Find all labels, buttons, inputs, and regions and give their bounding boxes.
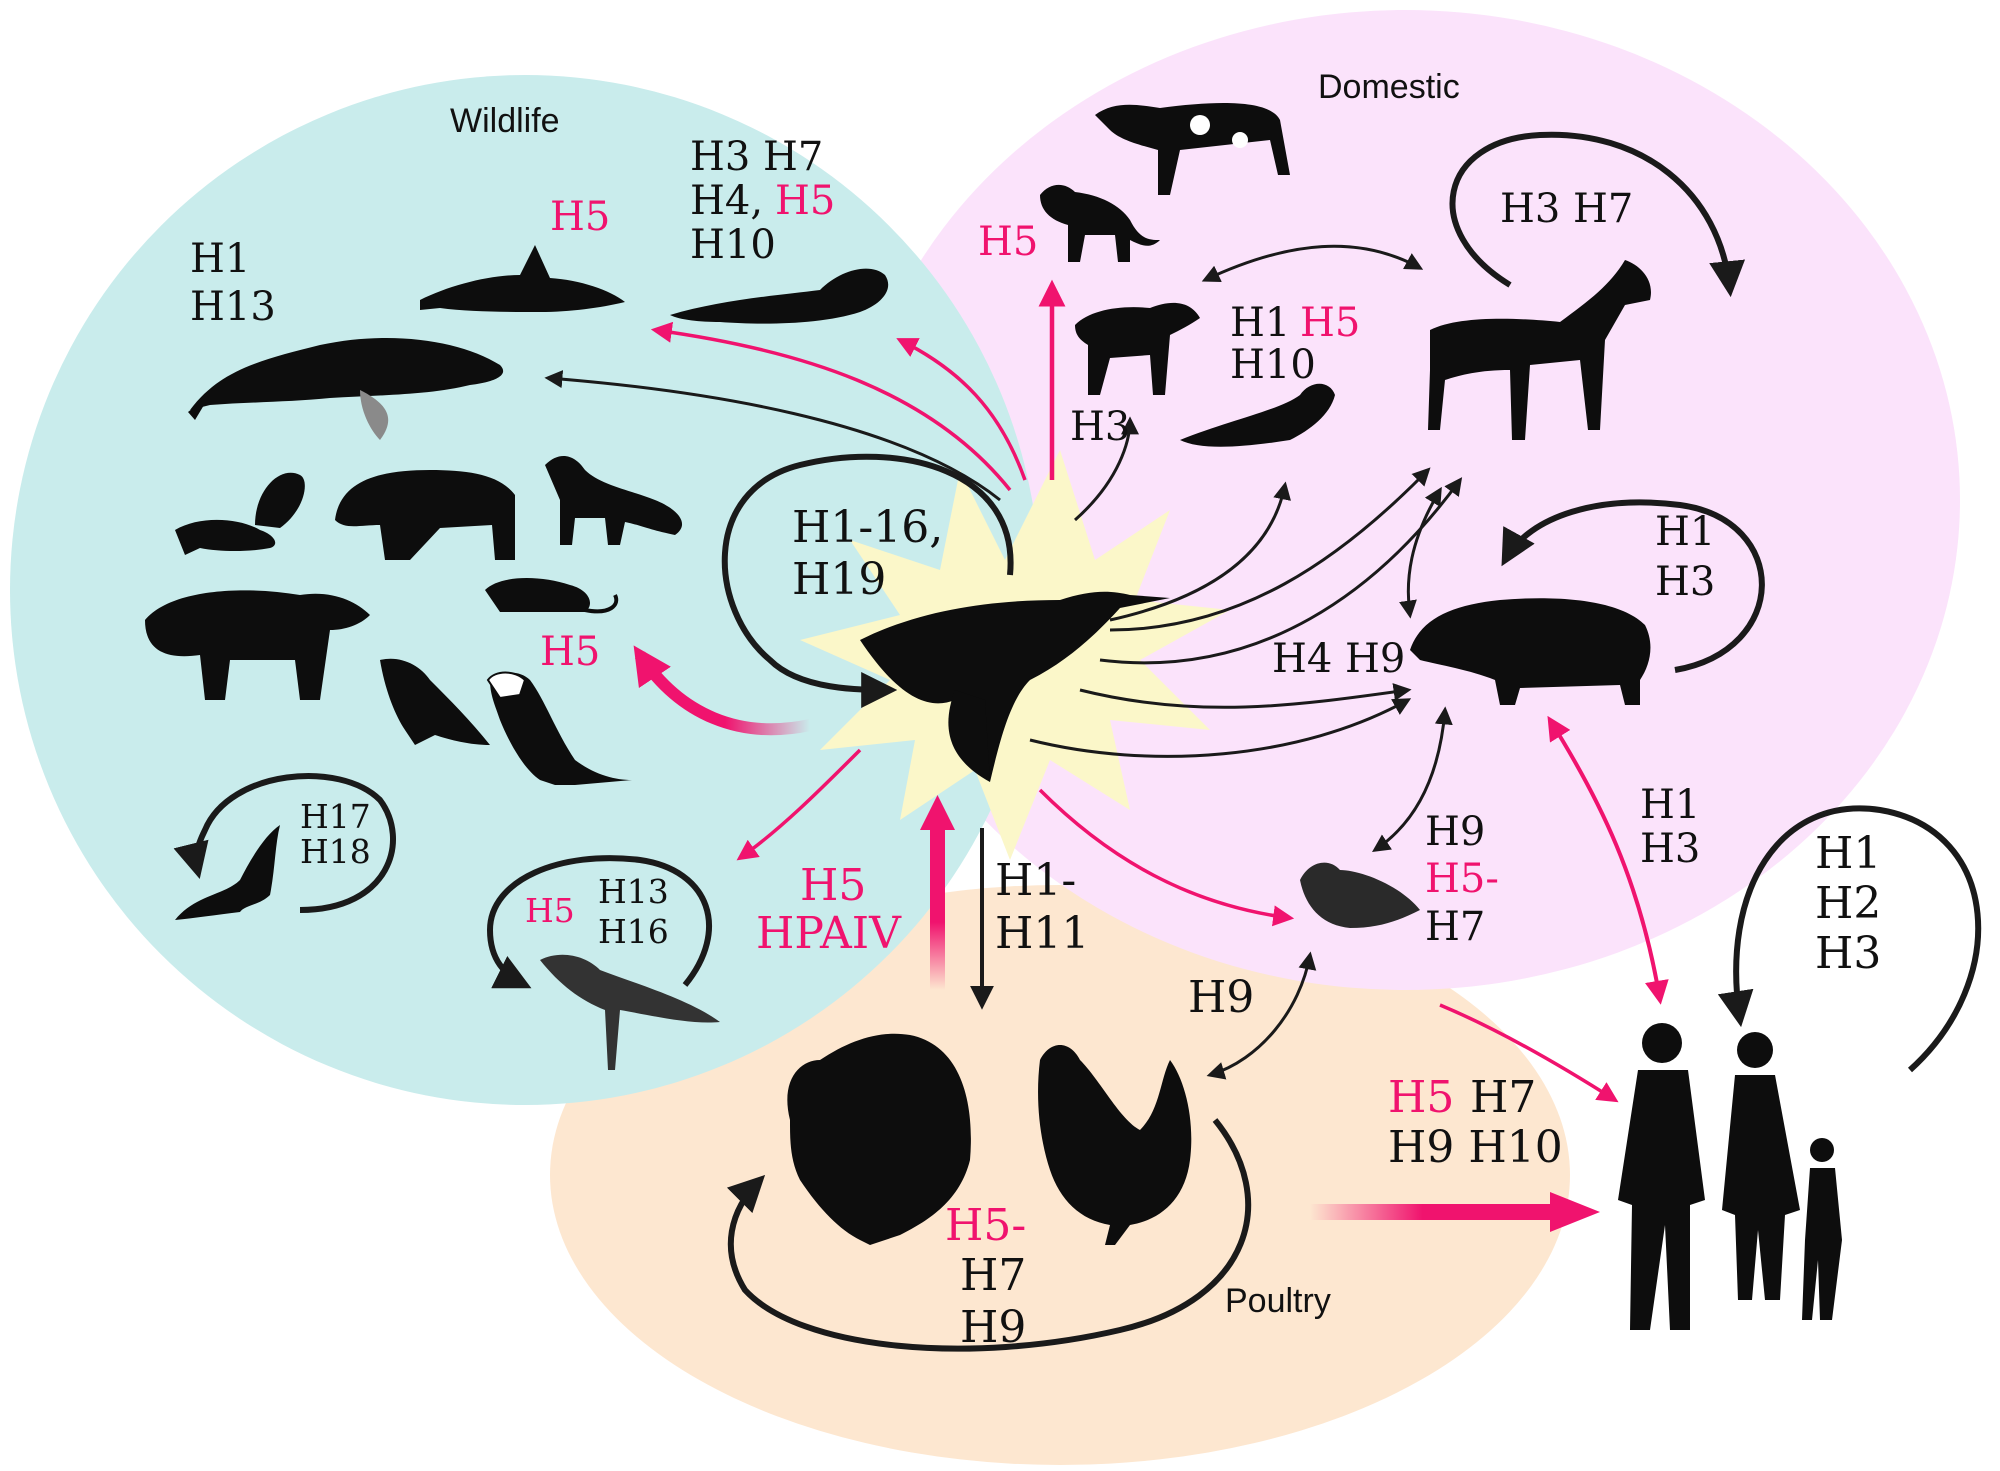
quail-poultry-label: H9 bbox=[1188, 972, 1254, 1023]
seal-label-line2a: H4, bbox=[690, 178, 763, 224]
pig-incoming-label: H4 H9 bbox=[1272, 636, 1405, 682]
arrow-duck-to-whale bbox=[544, 370, 1001, 502]
gull-label-h5: H5 bbox=[525, 891, 575, 930]
quail-label-line2: H5- bbox=[1425, 856, 1499, 902]
whale-label-line1: H1 bbox=[190, 236, 250, 282]
arrow-duck-to-dog bbox=[1074, 416, 1139, 522]
domestic-title: Domestic bbox=[1318, 68, 1460, 106]
arrow-duck-to-pig-1 bbox=[1079, 683, 1412, 709]
gull-loop-arrow bbox=[486, 855, 712, 989]
bat-icon bbox=[175, 825, 280, 920]
poultry-human-label-line2: H9 H10 bbox=[1388, 1122, 1563, 1173]
arrow-pig-human bbox=[1547, 715, 1669, 1005]
opossum-icon bbox=[485, 578, 619, 614]
dog-icon bbox=[1075, 302, 1200, 395]
fox-icon bbox=[545, 455, 683, 545]
pig-label-line2: H3 bbox=[1655, 559, 1715, 605]
arrow-quail-human bbox=[1439, 1003, 1619, 1103]
horse-icon bbox=[1428, 260, 1651, 440]
bear-icon bbox=[145, 590, 370, 700]
center-label-line1: H1-16, bbox=[792, 502, 943, 553]
pig-loop-arrow bbox=[1501, 499, 1765, 673]
cat-icon bbox=[1040, 184, 1160, 262]
quail-icon bbox=[1300, 862, 1420, 928]
human-label-line3: H3 bbox=[1815, 928, 1881, 979]
skunk-icon bbox=[175, 472, 305, 555]
h1-h11-label-line1: H1- bbox=[995, 855, 1076, 906]
whale-label-line2: H13 bbox=[190, 284, 276, 330]
pig-human-label-line2: H3 bbox=[1640, 826, 1700, 872]
cat-label: H5 bbox=[978, 219, 1038, 265]
mammals-label: H5 bbox=[540, 629, 600, 675]
poultry-human-label-a: H5 bbox=[1388, 1072, 1454, 1123]
pig-human-label-line1: H1 bbox=[1640, 782, 1700, 828]
human-loop-arrow bbox=[1717, 805, 1982, 1073]
arrow-cat-horse bbox=[1201, 244, 1424, 283]
horse-label: H3 H7 bbox=[1500, 186, 1633, 232]
cougar-icon bbox=[335, 470, 515, 560]
ferret-label-line1b: H5 bbox=[1300, 300, 1360, 346]
gull-icon bbox=[540, 954, 720, 1070]
seal-label-line1: H3 H7 bbox=[690, 134, 823, 180]
human-label-line2: H2 bbox=[1815, 878, 1881, 929]
eagle-icon bbox=[486, 671, 632, 785]
arrow-horse-pig bbox=[1399, 486, 1442, 619]
arrow-duck-to-dolphin bbox=[650, 321, 1012, 492]
poultry-human-arrowhead bbox=[1550, 1192, 1600, 1232]
poultry-label-line3: H9 bbox=[960, 1302, 1026, 1353]
human-family-icon bbox=[1618, 1023, 1842, 1330]
dog-label: H3 bbox=[1070, 404, 1130, 450]
turkey-icon bbox=[787, 1033, 971, 1245]
human-label-line1: H1 bbox=[1815, 828, 1881, 879]
cow-icon bbox=[1095, 103, 1290, 195]
arrow-quail-poultry bbox=[1206, 951, 1317, 1080]
quail-label-line1: H9 bbox=[1425, 809, 1485, 855]
arrow-duck-to-mammals bbox=[633, 645, 812, 736]
poultry-human-label-b: H7 bbox=[1470, 1072, 1536, 1123]
bat-label-line1: H17 bbox=[300, 797, 371, 836]
arrow-pig-quail bbox=[1372, 706, 1453, 852]
hpaiv-label-line2: HPAIV bbox=[756, 908, 902, 959]
seal-icon bbox=[670, 268, 889, 324]
hawk-icon bbox=[380, 658, 490, 745]
poultry-label-line2: H7 bbox=[960, 1250, 1026, 1301]
h1-h11-label-line2: H11 bbox=[995, 908, 1089, 959]
arrow-duck-to-ferret bbox=[1109, 481, 1291, 622]
arrow-duck-to-horse-1 bbox=[1109, 467, 1431, 632]
hpaiv-arrow-shaft bbox=[930, 820, 945, 990]
ferret-icon bbox=[1180, 383, 1335, 447]
horse-loop-arrow bbox=[1449, 131, 1746, 298]
wildlife-title: Wildlife bbox=[450, 102, 560, 140]
rooster-icon bbox=[1038, 1045, 1192, 1245]
gull-label-line1: H13 bbox=[598, 872, 669, 911]
gull-label-line2: H16 bbox=[598, 912, 669, 951]
whale-icon bbox=[188, 337, 504, 440]
arrow-duck-to-pig-2 bbox=[1029, 698, 1412, 758]
hpaiv-label-line1: H5 bbox=[800, 860, 866, 911]
ferret-label-line1a: H1 bbox=[1230, 300, 1290, 346]
wild-duck-icon bbox=[860, 591, 1170, 782]
arrow-duck-to-quail bbox=[1038, 788, 1295, 927]
poultry-title: Poultry bbox=[1225, 1282, 1331, 1320]
seal-label-line2b: H5 bbox=[775, 178, 835, 224]
dolphin-label: H5 bbox=[550, 194, 610, 240]
arrow-duck-to-seal bbox=[896, 338, 1027, 481]
arrow-duck-to-gull bbox=[736, 748, 862, 861]
quail-label-line3: H7 bbox=[1425, 904, 1485, 950]
hpaiv-arrowhead bbox=[920, 795, 955, 830]
center-label-line2: H19 bbox=[792, 554, 886, 605]
poultry-loop-arrow bbox=[726, 1118, 1252, 1352]
dolphin-icon bbox=[420, 245, 625, 312]
bat-loop-arrow bbox=[173, 773, 396, 913]
ferret-label-line2: H10 bbox=[1230, 342, 1316, 388]
pig-label-line1: H1 bbox=[1655, 509, 1715, 555]
bat-label-line2: H18 bbox=[300, 832, 371, 871]
pig-icon bbox=[1410, 598, 1651, 705]
center-loop-arrow bbox=[721, 453, 1014, 708]
poultry-human-shaft bbox=[1310, 1204, 1560, 1220]
poultry-label-line1: H5- bbox=[945, 1200, 1026, 1251]
seal-label-line3: H10 bbox=[690, 222, 776, 268]
